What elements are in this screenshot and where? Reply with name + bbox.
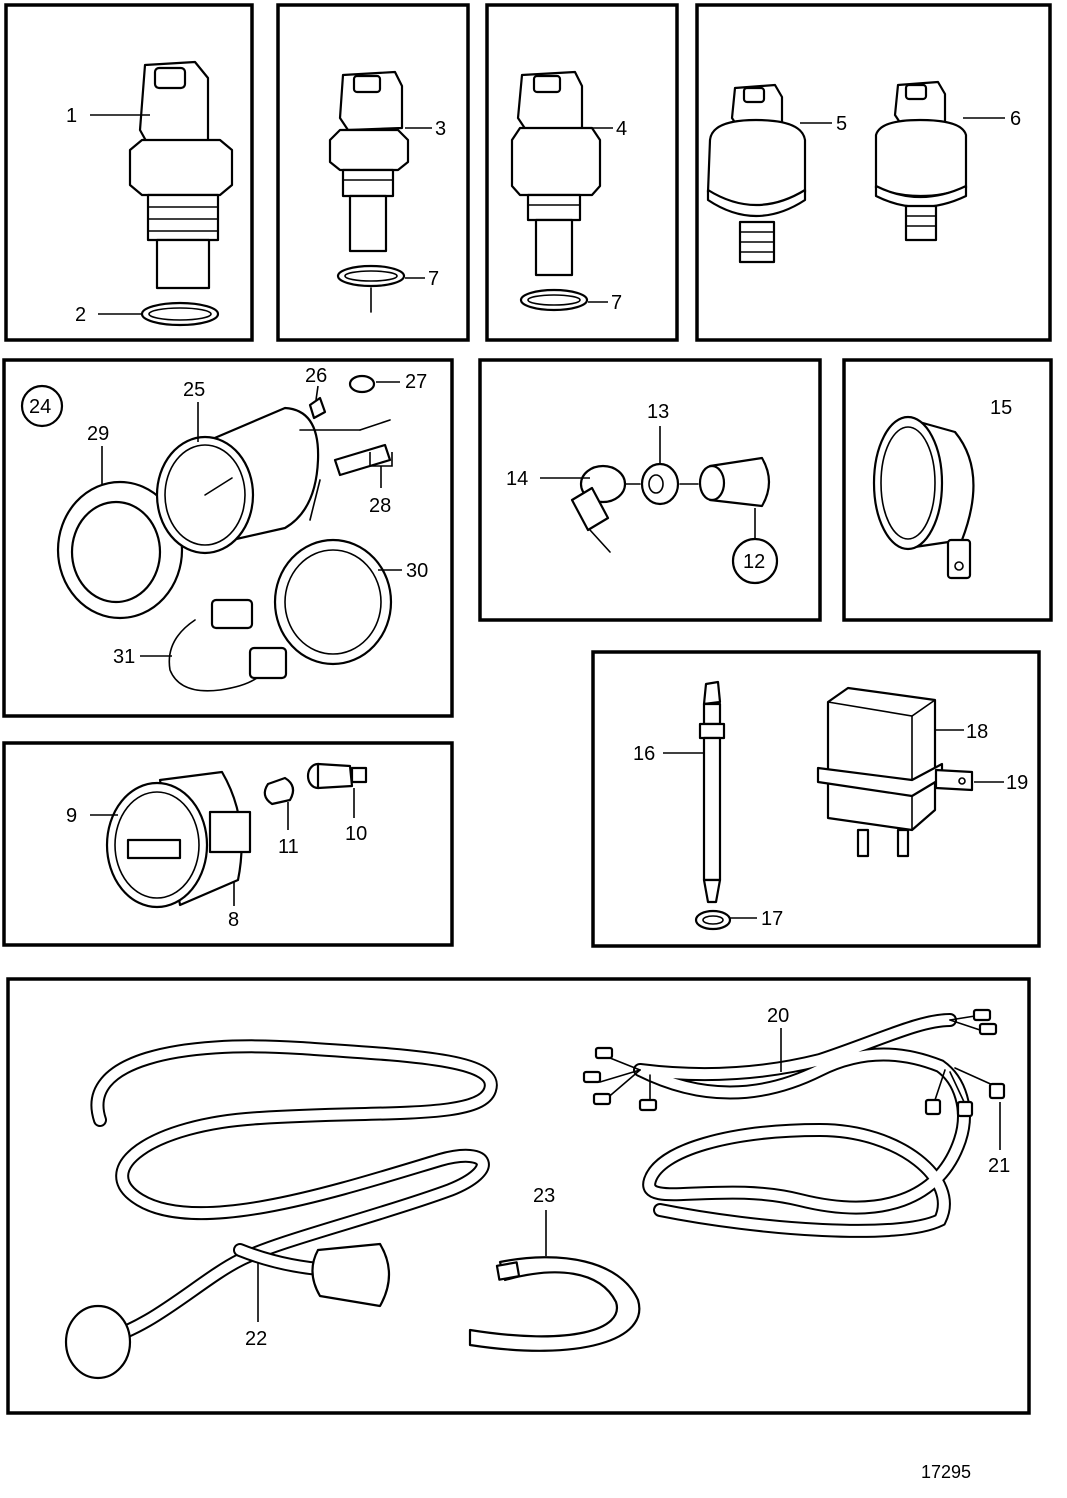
bulb-11-illustration bbox=[263, 776, 295, 806]
callout-7-b: 7 bbox=[611, 292, 622, 314]
bulb-holder-10-illustration bbox=[306, 762, 368, 790]
callout-12: 12 bbox=[743, 551, 765, 573]
hour-meter-illustration bbox=[105, 770, 252, 909]
callout-10: 10 bbox=[345, 823, 367, 845]
panel-hour-meter bbox=[2, 741, 454, 947]
callout-4: 4 bbox=[616, 118, 627, 140]
lens-13-illustration bbox=[625, 462, 699, 506]
callout-27: 27 bbox=[405, 371, 427, 393]
panel-buzzer bbox=[842, 358, 1053, 622]
callout-16: 16 bbox=[633, 743, 655, 765]
cable-tie-23-illustration bbox=[468, 1256, 641, 1352]
sensor-16-illustration bbox=[694, 680, 732, 931]
wiring-harness-20-illustration bbox=[582, 1008, 1006, 1238]
callout-14: 14 bbox=[506, 468, 528, 490]
callout-26: 26 bbox=[305, 365, 327, 387]
callout-23: 23 bbox=[533, 1185, 555, 1207]
kit-circle-12 bbox=[731, 537, 779, 585]
gauge-body-25-illustration bbox=[155, 406, 392, 555]
bulb-12-illustration bbox=[698, 456, 771, 508]
callout-29: 29 bbox=[87, 423, 109, 445]
temperature-sender-1-illustration bbox=[128, 60, 234, 327]
bulb-27-illustration bbox=[348, 374, 376, 394]
callout-30: 30 bbox=[406, 560, 428, 582]
callout-25: 25 bbox=[183, 379, 205, 401]
panel-wiring-harness bbox=[6, 977, 1031, 1415]
callout-22: 22 bbox=[245, 1328, 267, 1350]
callout-21: 21 bbox=[988, 1155, 1010, 1177]
callout-31: 31 bbox=[113, 646, 135, 668]
oil-pressure-sender-6-illustration bbox=[874, 80, 968, 242]
panel-sensor-1 bbox=[4, 3, 254, 342]
callout-2: 2 bbox=[75, 304, 86, 326]
panel-sensor-4 bbox=[485, 3, 679, 342]
callout-24: 24 bbox=[29, 396, 51, 418]
panel-pressure-senders bbox=[695, 3, 1052, 342]
panel-sensor-relay bbox=[591, 650, 1041, 948]
callout-11: 11 bbox=[278, 836, 299, 858]
relay-18-illustration bbox=[816, 686, 974, 858]
drawing-reference-number: 17295 bbox=[921, 1462, 971, 1482]
gauge-bezel-29-illustration bbox=[56, 480, 184, 620]
callout-5: 5 bbox=[836, 113, 847, 135]
callout-9: 9 bbox=[66, 805, 77, 827]
callout-1: 1 bbox=[66, 105, 77, 127]
callout-6: 6 bbox=[1010, 108, 1021, 130]
callout-19: 19 bbox=[1006, 772, 1028, 794]
callout-13: 13 bbox=[647, 401, 669, 423]
gasket-30-illustration bbox=[273, 538, 393, 666]
callout-17: 17 bbox=[761, 908, 783, 930]
panel-warning-lamp bbox=[478, 358, 822, 622]
panel-sensor-3 bbox=[276, 3, 470, 342]
callout-28: 28 bbox=[369, 495, 391, 517]
panel-gauge-assembly bbox=[2, 358, 454, 718]
lamp-holder-26-illustration bbox=[308, 396, 327, 420]
callout-15: 15 bbox=[990, 397, 1012, 419]
callout-3: 3 bbox=[435, 118, 446, 140]
cable-31-illustration bbox=[168, 598, 288, 692]
oil-pressure-sender-5-illustration bbox=[706, 83, 807, 264]
temperature-sender-4-illustration bbox=[510, 70, 602, 312]
kit-circle-24 bbox=[20, 384, 64, 428]
callout-20: 20 bbox=[767, 1005, 789, 1027]
lamp-socket-14-illustration bbox=[570, 464, 627, 553]
buzzer-15-illustration bbox=[872, 415, 975, 580]
callout-7-a: 7 bbox=[428, 268, 439, 290]
callout-18: 18 bbox=[966, 721, 988, 743]
wiring-harness-22-illustration bbox=[64, 1039, 498, 1380]
callout-8: 8 bbox=[228, 909, 239, 931]
temperature-sender-3-illustration bbox=[328, 70, 410, 313]
